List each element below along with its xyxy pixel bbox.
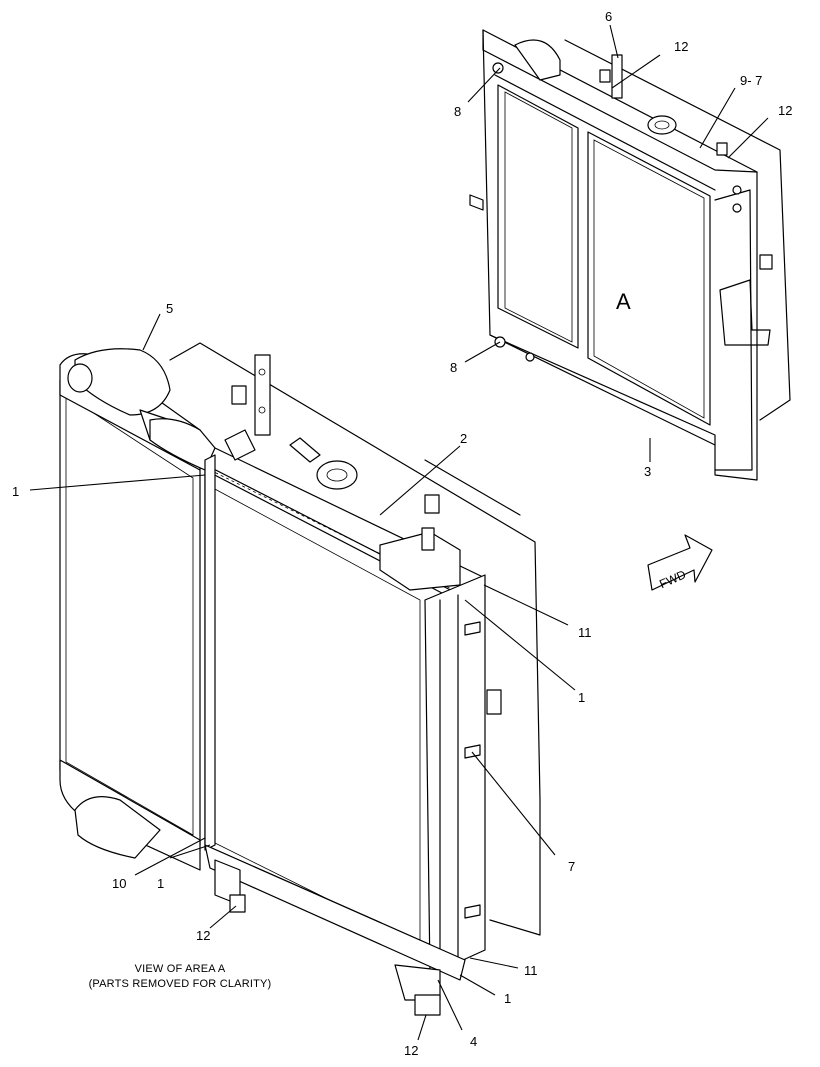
area-label: A	[616, 289, 631, 314]
leader-11-upper	[483, 584, 569, 626]
area-a-bolt-2	[716, 142, 728, 156]
leader-1-left-lower	[169, 844, 211, 859]
callout-12-bottom-left: 12	[196, 928, 210, 943]
right-bolt-spacer	[424, 494, 440, 514]
callout-5: 5	[166, 301, 173, 316]
area-a-fastener-5	[732, 203, 742, 213]
leader-lines	[29, 24, 769, 1041]
area-a-radiator-cap	[647, 115, 677, 135]
fwd-arrow-icon: FWD	[647, 534, 713, 591]
area-a-bolt-1	[599, 69, 611, 83]
leader-7	[471, 751, 556, 856]
callout-8-lower: 8	[450, 360, 457, 375]
area-a-left-panel	[497, 84, 579, 349]
leader-6	[609, 24, 619, 59]
area-a-shroud-outline	[564, 39, 791, 421]
area-a-view	[469, 29, 791, 481]
radiator-cap-center	[326, 468, 348, 482]
callout-8-upper: 8	[454, 104, 461, 119]
callout-12-top-a: 12	[674, 39, 688, 54]
callout-6: 6	[605, 9, 612, 24]
callout-9-7: 9- 7	[740, 73, 762, 88]
inlet-flange	[67, 363, 93, 393]
top-bolt-spacer	[231, 385, 247, 405]
area-a-side-channel	[714, 189, 753, 471]
area-a-cap-center	[654, 120, 670, 130]
area-a-right-panel-inner	[593, 139, 705, 419]
side-pin-2	[464, 744, 481, 759]
leader-1-right-upper	[464, 599, 576, 691]
aftercooler-core-inner	[65, 394, 194, 836]
area-a-left-tab	[469, 194, 484, 211]
leader-4	[437, 979, 463, 1031]
leader-1-left-upper	[29, 474, 206, 491]
left-side-channel	[204, 454, 216, 851]
leader-2	[379, 445, 461, 516]
fwd-arrow-shape	[647, 534, 713, 591]
callout-1-right-lower: 1	[504, 991, 511, 1006]
leader-11-lower	[469, 957, 519, 969]
hanger-hole-1	[258, 368, 266, 376]
aftercooler-inlet-elbow	[74, 348, 171, 416]
callout-7: 7	[568, 859, 575, 874]
area-a-side-block	[759, 254, 773, 270]
leader-12-bottom-center	[417, 1014, 427, 1041]
callout-labels: 6 12 9- 7 12 8 A 8 3 5 2 1 11 1 7 10 1 1…	[12, 9, 792, 1058]
area-a-fastener-1	[492, 62, 504, 74]
leader-8-lower	[464, 341, 501, 363]
leader-12-bottom-left	[209, 905, 237, 929]
leader-8-upper	[467, 67, 501, 103]
side-pin-3	[464, 904, 481, 919]
radiator-bottom-tank	[204, 844, 466, 981]
side-pin-1	[464, 621, 481, 636]
area-a-hanger-bracket	[611, 54, 623, 99]
callout-2: 2	[460, 431, 467, 446]
area-a-right-panel	[587, 131, 711, 426]
callout-12-top-b: 12	[778, 103, 792, 118]
hanger-bracket	[254, 354, 271, 436]
callout-12-bottom-center: 12	[404, 1043, 418, 1058]
area-a-side-bracket	[719, 279, 771, 346]
callout-3: 3	[644, 464, 651, 479]
callout-4: 4	[470, 1034, 477, 1049]
right-vent-plug	[421, 527, 435, 551]
radiator-cap	[316, 460, 358, 490]
radiator-assembly	[59, 342, 541, 1016]
bottom-drain-plug	[414, 994, 441, 1016]
leader-9-7	[699, 87, 736, 149]
aftercooler-outlet-elbow	[74, 796, 161, 859]
callout-1-left-upper: 1	[12, 484, 19, 499]
area-a-fastener-4	[732, 185, 742, 195]
area-a-left-panel-inner	[504, 91, 573, 343]
shroud-top-edge	[424, 459, 521, 516]
area-a-inlet-housing	[514, 39, 561, 81]
caption-line-2: (PARTS REMOVED FOR CLARITY)	[89, 978, 272, 990]
leader-12-top-b	[727, 117, 769, 159]
leader-1-right-lower	[459, 974, 496, 996]
filler-neck	[289, 437, 321, 463]
top-left-fitting	[224, 429, 256, 461]
view-caption: VIEW OF AREA A (PARTS REMOVED FOR CLARIT…	[89, 963, 272, 990]
hanger-hole-2	[258, 406, 266, 414]
leader-10	[134, 837, 206, 876]
callout-1-right-upper: 1	[578, 690, 585, 705]
callout-10: 10	[112, 876, 126, 891]
area-a-fastener-3	[525, 352, 535, 362]
leader-12-top-a	[611, 54, 661, 89]
side-block	[486, 689, 502, 715]
leader-5	[142, 313, 161, 351]
callout-11-lower: 11	[524, 963, 538, 978]
caption-line-1: VIEW OF AREA A	[135, 963, 226, 975]
area-a-top-rail	[482, 29, 758, 173]
callout-11-upper: 11	[578, 625, 592, 640]
callout-1-left-lower: 1	[157, 876, 164, 891]
area-a-top-rail-edge	[494, 74, 716, 191]
shroud-outline	[169, 342, 541, 936]
